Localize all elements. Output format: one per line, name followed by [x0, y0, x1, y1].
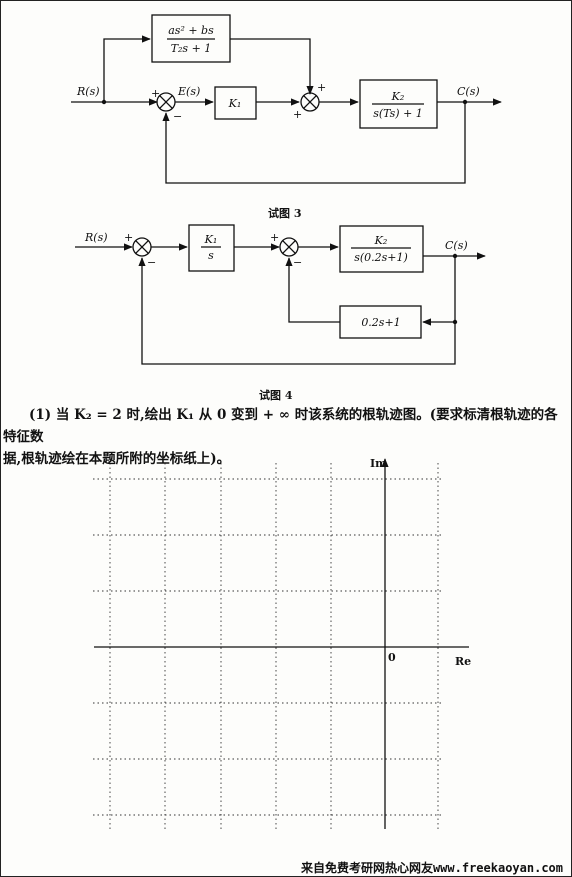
plant-numerator: K₂	[391, 90, 405, 103]
question-text: (1) 当 K₂ = 2 时,绘出 K₁ 从 0 变到 + ∞ 时该系统的根轨迹…	[3, 404, 571, 470]
feedback-block	[339, 305, 422, 339]
controller-numerator: K₁	[204, 233, 218, 246]
plant-block	[339, 225, 424, 273]
summing-junction	[132, 237, 152, 257]
block-diagram-4: R(s) + − K₁ s + − K₂ s(0.2s+1) C(s)	[75, 224, 486, 365]
plus-sign: +	[151, 87, 160, 100]
summing-junction	[279, 237, 299, 257]
imaginary-axis-label: Im	[370, 457, 387, 470]
feedforward-denominator: T₂s + 1	[171, 42, 212, 55]
output-label: C(s)	[445, 239, 468, 252]
controller-denominator: s	[208, 249, 214, 262]
error-label: E(s)	[177, 85, 200, 98]
plus-sign: +	[293, 108, 302, 121]
feedback-label: 0.2s+1	[361, 316, 400, 329]
source-footer: 来自免费考研网热心网友www.freekaoyan.com	[300, 861, 563, 875]
plus-sign: +	[317, 81, 326, 94]
inner-feedback-line	[422, 256, 456, 326]
real-axis-label: Re	[455, 655, 471, 668]
plant-denominator: s(0.2s+1)	[354, 251, 408, 264]
plot-axes: Im Re 0	[94, 457, 471, 829]
plus-sign: +	[270, 231, 279, 244]
output-label: C(s)	[457, 85, 480, 98]
feedback-line	[162, 102, 466, 184]
input-label: R(s)	[84, 231, 108, 244]
block-diagram-3: as² + bs T₂s + 1 + − E(s) K₁ + + K₂ s(Ts…	[71, 14, 502, 184]
plus-sign: +	[124, 231, 133, 244]
question-line-1: (1) 当 K₂ = 2 时,绘出 K₁ 从 0 变到 + ∞ 时该系统的根轨迹…	[3, 407, 558, 445]
feedforward-out-line	[230, 38, 314, 95]
minus-sign: −	[173, 110, 182, 123]
figure-caption-3: 试图 3	[268, 207, 302, 220]
gain-label: K₁	[228, 97, 242, 110]
plant-numerator: K₂	[374, 234, 388, 247]
inner-feedback-return	[285, 257, 340, 323]
gain-block	[214, 86, 257, 120]
feedforward-line	[103, 35, 151, 102]
outer-feedback-line	[138, 257, 456, 365]
controller-block	[188, 224, 235, 272]
origin-label: 0	[388, 651, 396, 664]
plant-denominator: s(Ts) + 1	[373, 107, 423, 120]
feedforward-numerator: as² + bs	[168, 24, 214, 37]
minus-sign: −	[293, 256, 302, 269]
figure-caption-4: 试图 4	[259, 389, 293, 402]
input-label: R(s)	[76, 85, 100, 98]
summing-junction	[300, 92, 320, 112]
minus-sign: −	[147, 256, 156, 269]
question-line-2: 据,根轨迹绘在本题所附的坐标纸上)。	[3, 451, 231, 467]
coordinate-grid	[93, 463, 441, 829]
